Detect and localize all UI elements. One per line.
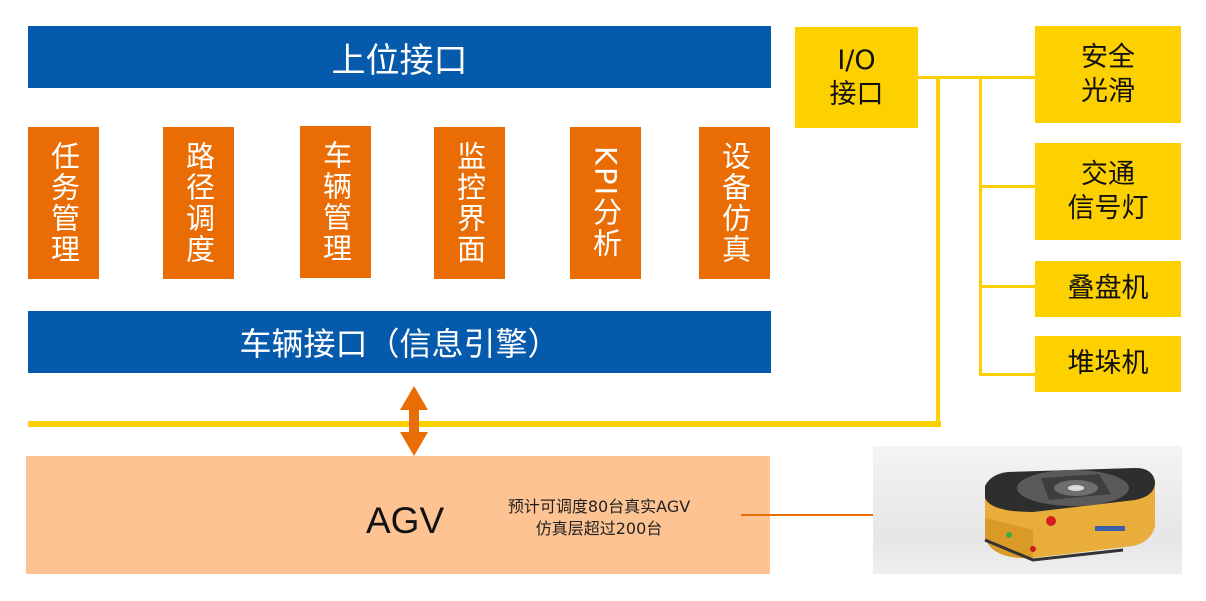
device-label-line1: 交通: [1081, 158, 1135, 190]
agv-robot-icon: [984, 468, 1155, 562]
agv-note: 预计可调度80台真实AGV 仿真层超过200台: [474, 496, 724, 540]
module-monitoring-ui: 监控界面: [434, 127, 505, 279]
upper-interface-bar: 上位接口: [28, 26, 771, 88]
module-path-scheduling: 路径调度: [163, 127, 234, 279]
device-stacker-crane: 堆垛机: [1035, 336, 1181, 392]
io-bus-line: [28, 421, 941, 427]
agv-note-line2: 仿真层超过200台: [535, 519, 663, 538]
vehicle-interface-label: 车辆接口（信息引擎）: [239, 325, 560, 363]
device-label: 堆垛机: [1067, 348, 1149, 379]
agv-label: AGV: [366, 500, 445, 541]
module-label: 任务管理: [46, 141, 81, 265]
io-interface-line1: I/O: [837, 44, 876, 76]
vehicle-interface-bar: 车辆接口（信息引擎）: [28, 311, 771, 373]
module-label: 设备仿真: [717, 141, 752, 265]
io-interface-box: I/O 接口: [795, 27, 918, 128]
module-label: 车辆管理: [318, 140, 353, 264]
module-device-simulation: 设备仿真: [699, 127, 770, 279]
agv-note-line1: 预计可调度80台真实AGV: [507, 497, 691, 516]
device-branch-stacker: [979, 285, 1035, 288]
io-bus-vertical-line: [936, 77, 940, 427]
io-connector-line: [917, 76, 1035, 79]
device-branch-traffic: [979, 185, 1035, 188]
module-label: 监控界面: [452, 141, 487, 265]
upper-interface-label: 上位接口: [331, 40, 468, 81]
device-label-line2: 光滑: [1081, 75, 1135, 107]
module-task-management: 任务管理: [28, 127, 99, 279]
device-branch-palletizer: [979, 373, 1035, 376]
io-interface-line2: 接口: [829, 78, 884, 110]
device-label-line1: 安全: [1081, 41, 1135, 73]
device-safety-light-curtain: 安全 光滑: [1035, 26, 1181, 123]
device-pallet-stacker: 叠盘机: [1035, 261, 1181, 317]
module-label: 路径调度: [181, 141, 216, 265]
module-label: KPI分析: [588, 146, 623, 260]
agv-layer: AGV 预计可调度80台真实AGV 仿真层超过200台: [26, 456, 770, 574]
bidirectional-arrow-icon: [400, 386, 428, 456]
module-vehicle-management: 车辆管理: [300, 126, 371, 278]
device-label-line2: 信号灯: [1067, 192, 1149, 224]
device-label: 叠盘机: [1067, 273, 1149, 304]
module-kpi-analysis: KPI分析: [570, 127, 641, 279]
device-traffic-light: 交通 信号灯: [1035, 143, 1181, 240]
agv-photo: [873, 446, 1182, 574]
device-branch-line: [979, 77, 982, 375]
agv-image-connector: [741, 514, 911, 516]
